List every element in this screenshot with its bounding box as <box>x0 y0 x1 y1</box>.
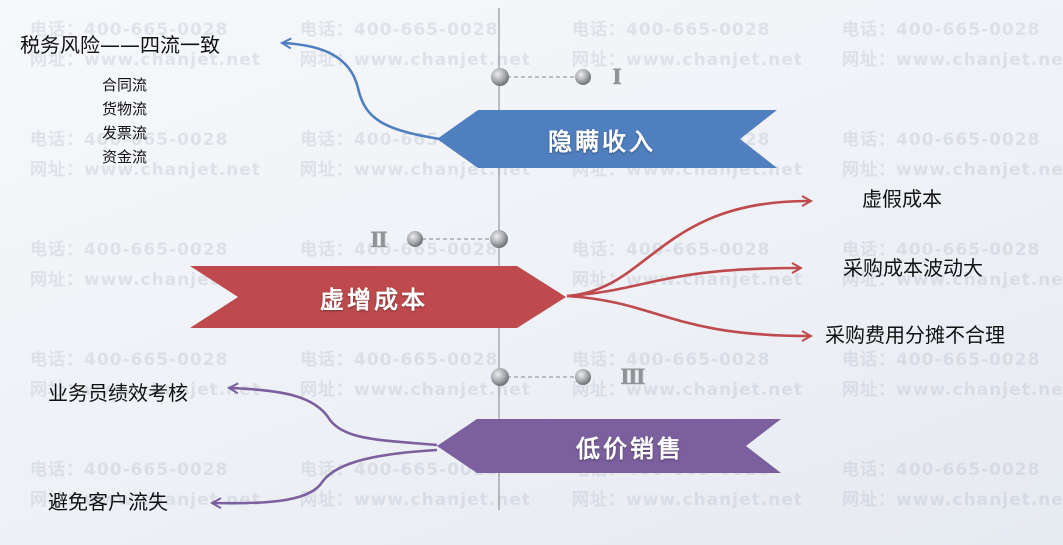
timeline-dot-3 <box>575 369 591 385</box>
connector-purple-1 <box>230 388 438 447</box>
timeline-knob-1 <box>491 68 509 86</box>
numeral-three: Ⅲ <box>620 364 646 389</box>
connector-blue-top <box>283 43 441 141</box>
banner-low-price-shape <box>437 419 781 473</box>
timeline-knob-2 <box>490 230 508 248</box>
four-flows-item: 货物流 <box>102 100 148 118</box>
four-flows-title: 税务风险——四流一致 <box>20 33 220 57</box>
banner-inflate-cost-shape <box>190 266 566 328</box>
timeline-knob-3 <box>491 368 509 386</box>
banner-low-price-label: 低价销售 <box>576 434 684 463</box>
connector-red-1 <box>566 201 810 298</box>
branch-avoid-customer-loss: 避免客户流失 <box>48 490 168 514</box>
branch-fake-cost: 虚假成本 <box>862 187 942 211</box>
numeral-two: Ⅱ <box>370 227 388 252</box>
branch-purchase-fee-allocation: 采购费用分摊不合理 <box>825 323 1005 347</box>
connector-red-3 <box>566 294 810 336</box>
four-flows-item: 合同流 <box>102 76 148 94</box>
connector-red-2 <box>566 268 800 298</box>
timeline-dot-1 <box>575 69 591 85</box>
four-flows-item: 资金流 <box>102 148 148 166</box>
four-flows-item: 发票流 <box>102 124 148 142</box>
banner-inflate-cost-label: 虚增成本 <box>320 285 428 314</box>
branch-purchase-cost-fluctuation: 采购成本波动大 <box>843 256 983 280</box>
numeral-one: Ⅰ <box>612 64 622 89</box>
banner-hide-income-shape <box>437 110 777 168</box>
banner-hide-income-label: 隐瞒收入 <box>548 127 656 156</box>
branch-sales-performance: 业务员绩效考核 <box>48 381 188 405</box>
timeline-dot-2 <box>407 231 423 247</box>
connector-purple-2 <box>213 448 438 503</box>
